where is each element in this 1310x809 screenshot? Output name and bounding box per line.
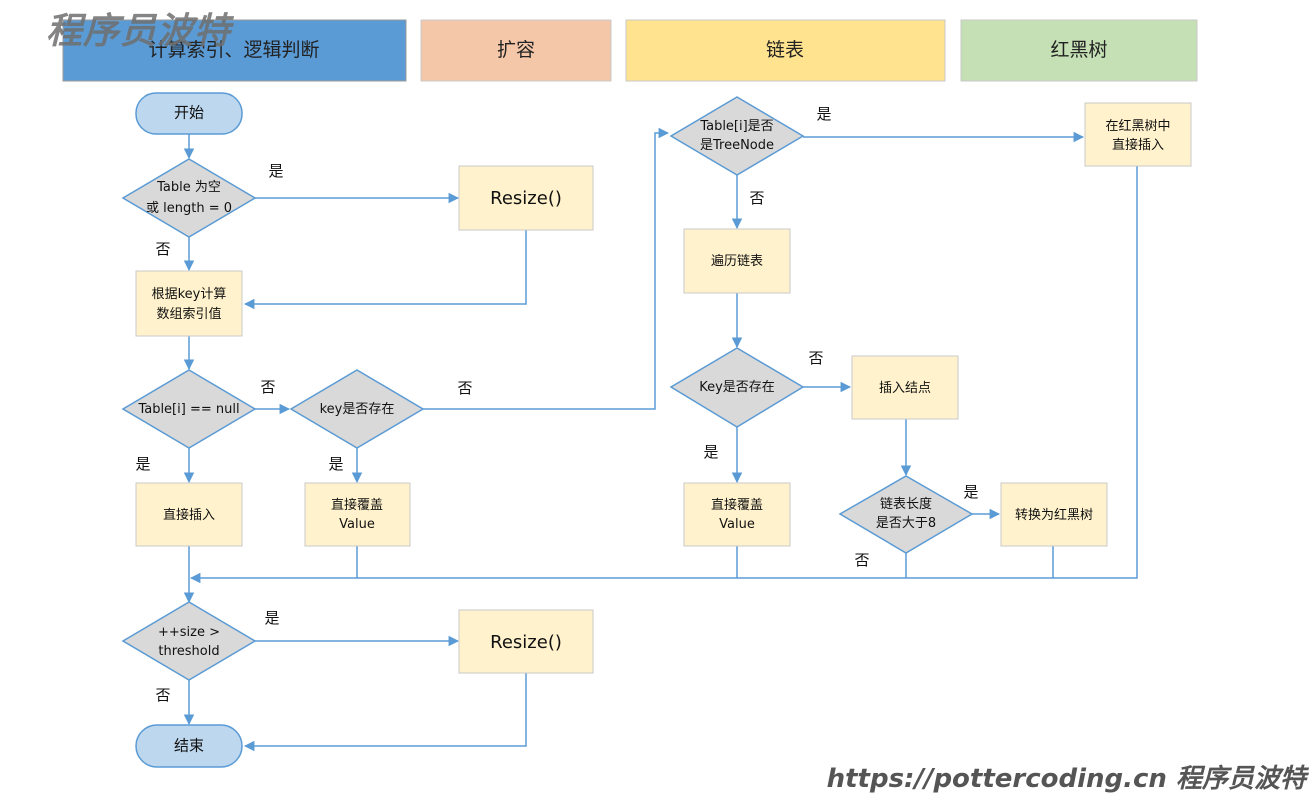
- lane-header-index-label: 计算索引、逻辑判断: [148, 39, 319, 61]
- label-no-treenode: 否: [749, 189, 764, 207]
- label-no-size: 否: [155, 686, 170, 704]
- decision-key-exists-2-label: Key是否存在: [699, 380, 775, 395]
- label-no-empty: 否: [155, 240, 170, 258]
- decision-size-threshold-line2: threshold: [158, 644, 219, 659]
- process-resize-1-label: Resize(): [490, 188, 562, 209]
- label-no-key1: 否: [457, 379, 472, 397]
- decision-size-threshold-line1: ++size >: [158, 625, 220, 640]
- decision-list-length-line1: 链表长度: [880, 496, 932, 512]
- label-yes-null: 是: [135, 455, 150, 473]
- label-yes-key2: 是: [703, 443, 718, 461]
- process-to-tree: 转换为红黑树: [1000, 482, 1108, 547]
- node-end-label: 结束: [174, 737, 204, 755]
- watermark-top: 程序员波特: [46, 11, 232, 52]
- process-insert-node: 插入结点: [851, 355, 959, 420]
- process-resize-1: Resize(): [458, 165, 594, 231]
- process-override-2-line2: Value: [719, 517, 755, 532]
- label-no-null: 否: [260, 378, 275, 396]
- decision-table-null-label: Table[i] == null: [137, 402, 239, 417]
- decision-table-empty: Table 为空 或 length = 0: [121, 158, 257, 238]
- lane-header-tree-label: 红黑树: [1050, 39, 1107, 61]
- process-calc-index-line1: 根据key计算: [152, 287, 227, 302]
- decision-key-exists-1-label: key是否存在: [320, 402, 395, 417]
- process-insert-direct: 直接插入: [135, 482, 243, 547]
- process-insert-node-label: 插入结点: [879, 381, 931, 396]
- process-resize-2: Resize(): [458, 609, 594, 674]
- decision-size-threshold: ++size > threshold: [121, 601, 257, 681]
- node-end: 结束: [135, 724, 243, 768]
- process-traverse: 遍历链表: [683, 228, 791, 294]
- process-insert-direct-label: 直接插入: [163, 507, 215, 523]
- node-start: 开始: [135, 92, 243, 135]
- lane-header-resize-label: 扩容: [497, 39, 535, 61]
- node-start-label: 开始: [174, 104, 204, 122]
- process-calc-index: 根据key计算 数组索引值: [135, 270, 243, 337]
- lane-header-list-label: 链表: [766, 39, 804, 61]
- process-to-tree-label: 转换为红黑树: [1015, 507, 1093, 523]
- process-resize-2-label: Resize(): [490, 632, 562, 653]
- label-yes-treenode: 是: [816, 105, 831, 123]
- decision-is-treenode-line1: Table[i]是否: [699, 119, 773, 134]
- process-override-1: 直接覆盖 Value: [304, 482, 411, 547]
- process-override-1-line2: Value: [339, 517, 375, 532]
- label-yes-listlen: 是: [963, 483, 978, 501]
- process-tree-insert-line1: 在红黑树中: [1105, 118, 1170, 134]
- process-tree-insert: 在红黑树中 直接插入: [1084, 102, 1192, 167]
- edge-keyexists-to-treenode: [423, 127, 670, 410]
- edges: [183, 127, 1138, 752]
- watermark-bottom: https://pottercoding.cn 程序员波特: [826, 764, 1306, 794]
- decision-is-treenode-line2: 是TreeNode: [700, 138, 774, 153]
- edge-merge-line: [189, 166, 1138, 584]
- lane-header-tree: 红黑树: [960, 19, 1198, 82]
- process-override-2-line1: 直接覆盖: [711, 497, 763, 513]
- label-yes-key1: 是: [328, 455, 343, 473]
- label-no-listlen: 否: [854, 551, 869, 569]
- edge-resize2-to-end: [243, 673, 527, 752]
- process-override-2: 直接覆盖 Value: [683, 482, 791, 547]
- process-tree-insert-line2: 直接插入: [1112, 137, 1164, 153]
- decision-list-length-line2: 是否大于8: [876, 516, 936, 531]
- decision-table-empty-line1: Table 为空: [156, 180, 221, 195]
- lane-header-resize: 扩容: [420, 19, 612, 82]
- decision-is-treenode: Table[i]是否 是TreeNode: [669, 96, 805, 176]
- lane-header-list: 链表: [625, 19, 946, 82]
- process-traverse-label: 遍历链表: [711, 253, 763, 269]
- decision-table-null: Table[i] == null: [121, 369, 257, 449]
- edge-labels: 是 否 否 否 是 是 是 否 是 否 否 是 是 否: [135, 105, 978, 704]
- process-calc-index-line2: 数组索引值: [156, 306, 221, 322]
- label-yes-size: 是: [264, 609, 279, 627]
- decision-key-exists-1: key是否存在: [289, 369, 425, 449]
- decision-table-empty-line2: 或 length = 0: [146, 201, 232, 216]
- label-no-key2: 否: [808, 349, 823, 367]
- decision-list-length: 链表长度 是否大于8: [838, 475, 974, 554]
- decision-key-exists-2: Key是否存在: [669, 347, 805, 428]
- process-override-1-line1: 直接覆盖: [331, 497, 383, 513]
- edge-resize-to-calc: [243, 230, 527, 310]
- label-yes-empty: 是: [268, 162, 283, 180]
- lane-header-index: 计算索引、逻辑判断: [62, 19, 407, 82]
